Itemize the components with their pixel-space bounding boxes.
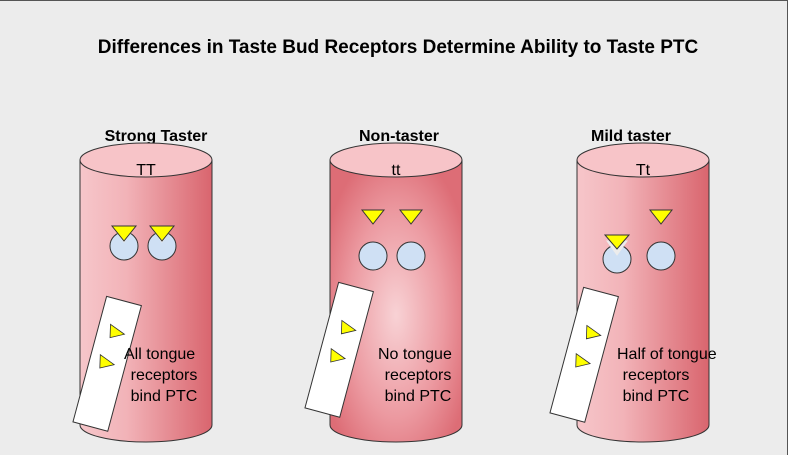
panel-strong-taster: Strong Taster TT All tongue receptors bi…: [72, 128, 213, 443]
cylinder-top: [329, 142, 463, 178]
taste-bud-cylinder: [329, 159, 463, 443]
panel-non-taster: Non-taster tt No tongue receptors bind P…: [304, 128, 463, 443]
ptc-molecule: [398, 209, 424, 225]
ptc-molecule: [340, 319, 357, 335]
ptc-molecule: [148, 225, 176, 242]
caption-line: bind PTC: [623, 388, 690, 405]
ptc-molecule: [585, 324, 602, 340]
receptor-unbound: [646, 241, 676, 271]
diagram-title: Differences in Taste Bud Receptors Deter…: [98, 37, 699, 58]
ptc-molecule: [110, 225, 138, 242]
panel-heading: Mild taster: [591, 128, 671, 145]
ptc-molecule: [603, 234, 631, 250]
caption-line: bind PTC: [131, 388, 198, 405]
ptc-molecule: [575, 352, 592, 368]
cylinder-top: [79, 142, 213, 178]
genotype-label: tt: [392, 162, 401, 179]
panel-heading: Non-taster: [359, 128, 439, 145]
ptc-test-strip: [72, 295, 142, 432]
taste-bud-cylinder: [576, 159, 710, 443]
ptc-molecule: [109, 323, 126, 339]
caption-line: bind PTC: [385, 388, 452, 405]
caption-line: All tongue: [124, 346, 195, 363]
panel-mild-taster: Mild taster Tt Half of tongue receptors …: [549, 128, 717, 443]
caption-line: receptors: [385, 367, 452, 384]
ptc-molecule: [360, 209, 386, 225]
genotype-label: Tt: [636, 162, 651, 179]
caption-line: receptors: [131, 367, 198, 384]
genotype-label: TT: [136, 162, 156, 179]
ptc-molecule: [648, 209, 674, 225]
ptc-test-strip: [549, 286, 619, 423]
receptor-unbound: [358, 241, 388, 271]
caption-line: No tongue: [378, 346, 452, 363]
ptc-molecule: [330, 347, 347, 363]
caption-line: Half of tongue: [617, 346, 717, 363]
ptc-test-strip: [304, 281, 374, 418]
panel-heading: Strong Taster: [105, 128, 208, 145]
ptc-molecule: [99, 353, 116, 369]
caption-line: receptors: [623, 367, 690, 384]
cylinder-top: [576, 142, 710, 178]
receptor-unbound: [396, 241, 426, 271]
